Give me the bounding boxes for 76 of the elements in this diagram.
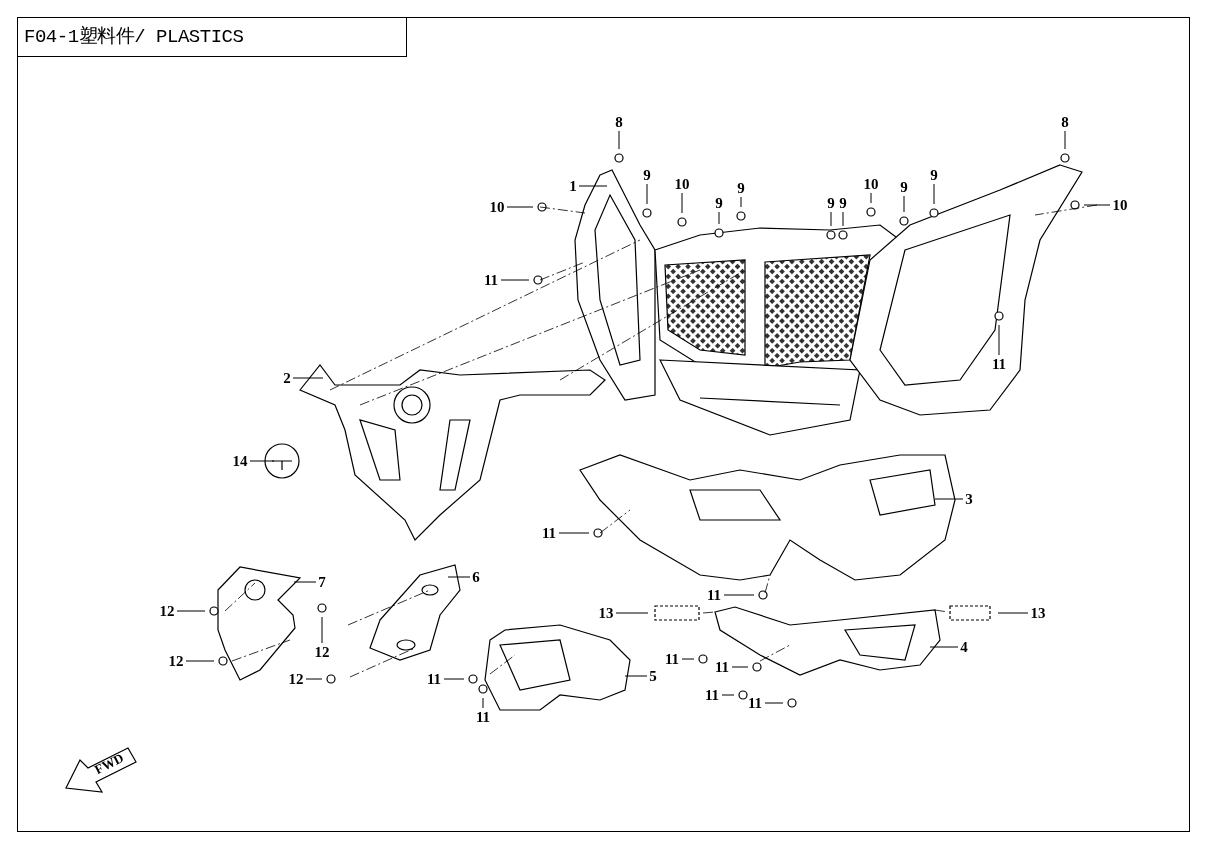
callout-number: 9 bbox=[643, 166, 651, 184]
callout-number: 12 bbox=[168, 652, 184, 670]
leader-line bbox=[740, 196, 742, 208]
callout-number: 9 bbox=[930, 166, 938, 184]
callout-number: 13 bbox=[598, 604, 614, 622]
leader-line bbox=[293, 581, 317, 583]
leader-line bbox=[934, 498, 964, 500]
callout-number: 12 bbox=[288, 670, 304, 688]
callout-number: 13 bbox=[1030, 604, 1046, 622]
leader-line bbox=[185, 660, 215, 662]
leader-line bbox=[721, 694, 735, 696]
leader-line bbox=[447, 576, 471, 578]
leader-line bbox=[646, 183, 648, 205]
callout-number: 11 bbox=[475, 708, 491, 726]
callout-number: 2 bbox=[283, 369, 291, 387]
callout-number: 7 bbox=[318, 573, 326, 591]
leader-line bbox=[558, 532, 590, 534]
title: F04-1塑料件/ PLASTICS bbox=[24, 24, 244, 50]
callout-number: 8 bbox=[1061, 113, 1069, 131]
callout-number: 11 bbox=[747, 694, 763, 712]
callout-number: 12 bbox=[159, 602, 175, 620]
leader-line bbox=[1083, 204, 1111, 206]
callout-number: 11 bbox=[991, 355, 1007, 373]
leader-line bbox=[830, 211, 832, 227]
leader-line bbox=[176, 610, 206, 612]
callout-number: 11 bbox=[664, 650, 680, 668]
callout-number: 11 bbox=[541, 524, 557, 542]
callout-number: 10 bbox=[1112, 196, 1128, 214]
leader-line bbox=[321, 616, 323, 644]
leader-line bbox=[615, 612, 649, 614]
callout-number: 9 bbox=[827, 194, 835, 212]
callout-number: 11 bbox=[704, 686, 720, 704]
leader-line bbox=[681, 192, 683, 214]
callout-number: 1 bbox=[569, 177, 577, 195]
callout-number: 4 bbox=[960, 638, 968, 656]
leader-line bbox=[443, 678, 465, 680]
leader-line bbox=[506, 206, 534, 208]
callout-number: 10 bbox=[863, 175, 879, 193]
leader-line bbox=[618, 130, 620, 150]
callout-number: 6 bbox=[472, 568, 480, 586]
callout-number: 12 bbox=[314, 643, 330, 661]
leader-line bbox=[305, 678, 323, 680]
leader-line bbox=[870, 192, 872, 204]
leader-line bbox=[500, 279, 530, 281]
leader-line bbox=[998, 324, 1000, 356]
leader-line bbox=[482, 697, 484, 709]
leader-line bbox=[903, 195, 905, 213]
leader-line bbox=[578, 185, 608, 187]
callout-number: 11 bbox=[483, 271, 499, 289]
callout-number: 5 bbox=[649, 667, 657, 685]
callout-number: 9 bbox=[900, 178, 908, 196]
callout-number: 9 bbox=[715, 194, 723, 212]
leader-line bbox=[929, 646, 959, 648]
callout-number: 9 bbox=[737, 179, 745, 197]
direction-label: FWD bbox=[91, 748, 127, 780]
leader-line bbox=[731, 666, 749, 668]
callout-number: 11 bbox=[714, 658, 730, 676]
leader-line bbox=[933, 183, 935, 205]
callout-number: 11 bbox=[426, 670, 442, 688]
leader-line bbox=[842, 211, 844, 227]
leader-line bbox=[1064, 130, 1066, 150]
leader-line bbox=[718, 211, 720, 225]
leader-line bbox=[764, 702, 784, 704]
callout-number: 11 bbox=[706, 586, 722, 604]
callout-number: 8 bbox=[615, 113, 623, 131]
leader-line bbox=[292, 377, 324, 379]
callout-number: 10 bbox=[489, 198, 505, 216]
leader-line bbox=[249, 460, 275, 462]
callout-number: 10 bbox=[674, 175, 690, 193]
callout-number: 14 bbox=[232, 452, 248, 470]
callout-number: 3 bbox=[965, 490, 973, 508]
callout-number: 9 bbox=[839, 194, 847, 212]
leader-line bbox=[723, 594, 755, 596]
leader-line bbox=[997, 612, 1029, 614]
leader-line bbox=[624, 675, 648, 677]
leader-line bbox=[681, 658, 695, 660]
